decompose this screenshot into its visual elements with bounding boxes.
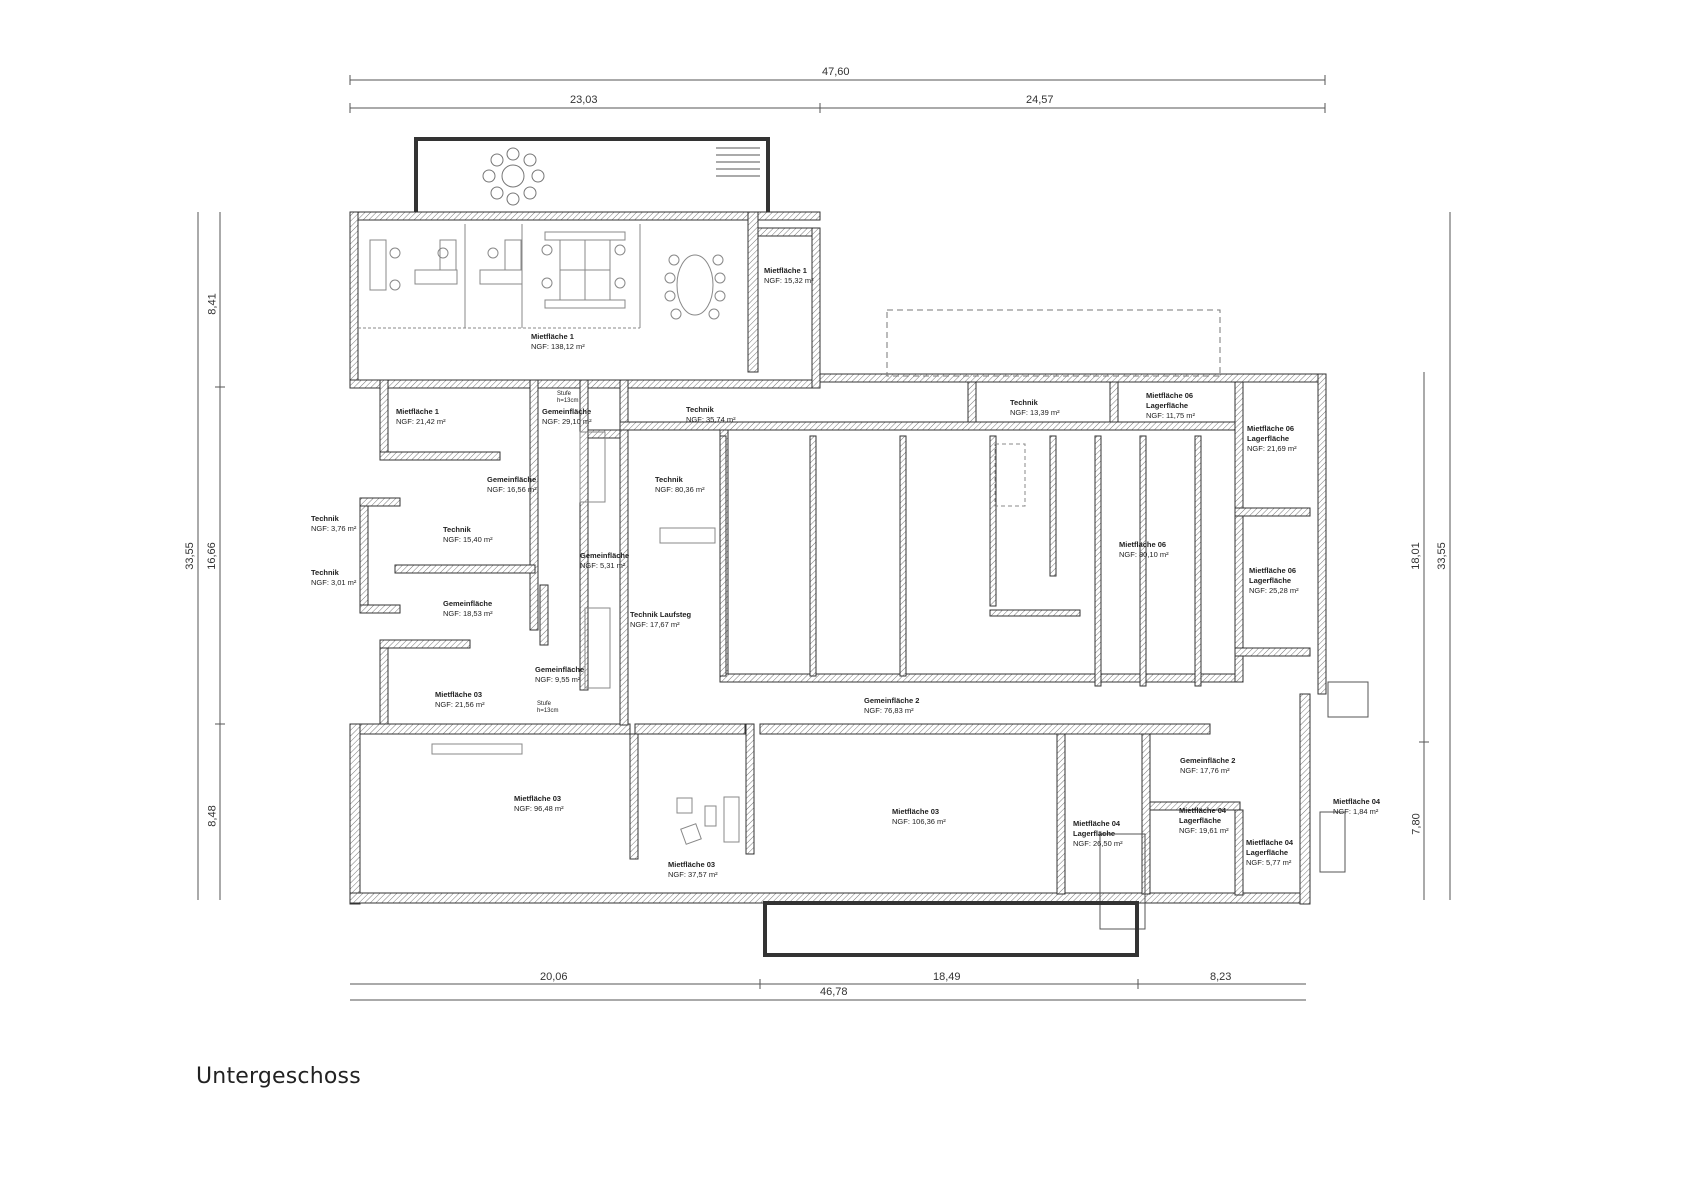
dim-top-left: 23,03 (570, 94, 598, 106)
lower-terrace (763, 901, 1139, 957)
dim-left-bottom: 8,48 (206, 805, 219, 827)
dim-left-mid: 16,66 (205, 542, 218, 570)
dim-right-lower: 7,80 (1410, 813, 1423, 835)
dim-right-upper: 18,01 (1409, 542, 1422, 570)
dim-bottom-left: 20,06 (540, 971, 568, 983)
dim-bottom-total: 46,78 (820, 986, 848, 998)
dim-top-total: 47,60 (822, 66, 850, 78)
dim-top-right: 24,57 (1026, 94, 1054, 106)
building-walls (349, 211, 1327, 905)
dim-bottom-mid: 18,49 (933, 971, 961, 983)
dimension-lines (197, 75, 1451, 1001)
drawing-title: Untergeschoss (196, 1064, 361, 1089)
terrace-top (414, 137, 770, 219)
dim-bottom-right: 8,23 (1210, 971, 1232, 983)
dim-right-total: 33,55 (1435, 542, 1448, 570)
furniture (358, 224, 1369, 930)
dim-left-top: 8,41 (206, 293, 219, 315)
dim-left-total: 33,55 (183, 542, 196, 570)
